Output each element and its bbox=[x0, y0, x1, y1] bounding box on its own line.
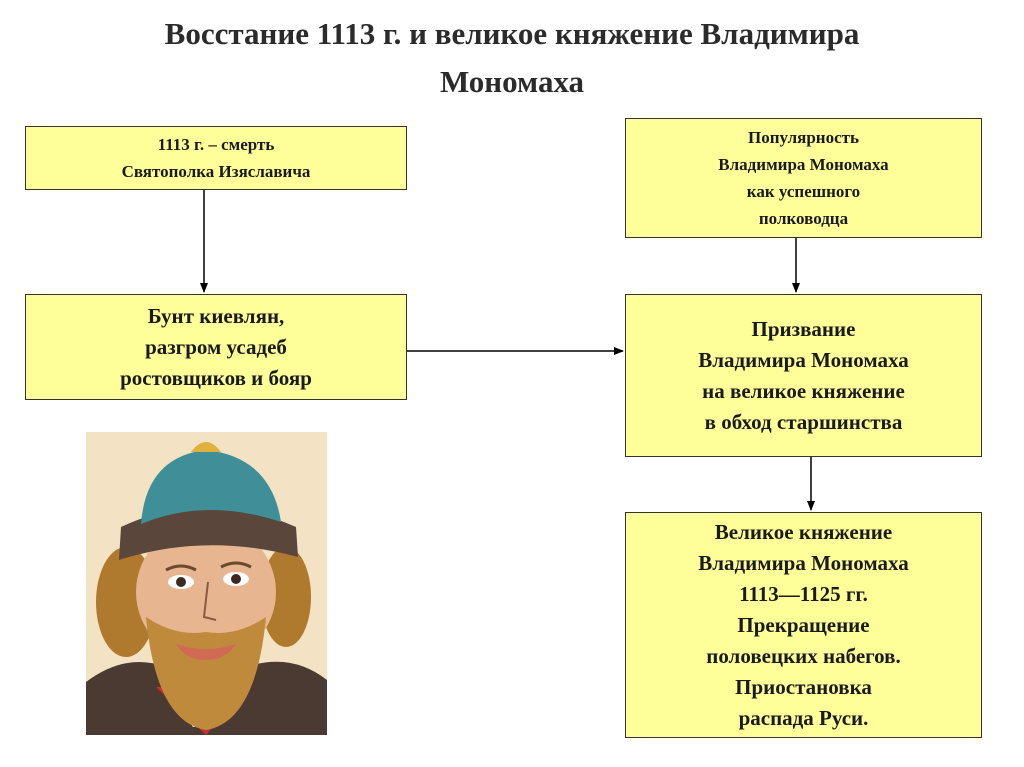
box-line: ростовщиков и бояр bbox=[120, 365, 312, 390]
box-line: 1113 г. – смерть bbox=[157, 135, 275, 154]
box-popularity: Популярность Владимира Мономаха как успе… bbox=[625, 118, 982, 238]
box-line: Прекращение bbox=[737, 612, 870, 637]
box-line: разгром усадеб bbox=[145, 334, 287, 359]
box-kiev-revolt: Бунт киевлян, разгром усадеб ростовщиков… bbox=[25, 294, 407, 400]
box-line: Великое княжение bbox=[714, 519, 893, 544]
box-line: Владимира Мономаха bbox=[698, 347, 909, 372]
box-line: распада Руси. bbox=[738, 705, 869, 730]
box-line: Владимира Мономаха bbox=[698, 550, 909, 575]
box-line: Бунт киевлян, bbox=[147, 303, 285, 328]
box-line: половецких набегов. bbox=[706, 643, 901, 668]
box-death-svyatopolk: 1113 г. – смерть Святополка Изяславича bbox=[25, 126, 407, 190]
box-grand-reign: Великое княжение Владимира Мономаха 1113… bbox=[625, 512, 982, 738]
box-line: Владимира Мономаха bbox=[718, 155, 889, 174]
box-line: как успешного bbox=[746, 182, 861, 201]
box-calling-monomakh: Призвание Владимира Мономаха на великое … bbox=[625, 294, 982, 457]
box-line: Призвание bbox=[751, 316, 856, 341]
box-line: полководца bbox=[758, 209, 849, 228]
page-title: Восстание 1113 г. и великое княжение Вла… bbox=[0, 10, 1024, 106]
box-line: 1113—1125 гг. bbox=[739, 581, 868, 606]
box-line: в обход старшинства bbox=[704, 409, 903, 434]
box-line: на великое княжение bbox=[702, 378, 905, 403]
title-line-2: Мономаха bbox=[439, 64, 585, 99]
box-line: Популярность bbox=[748, 128, 859, 147]
box-line: Святополка Изяславича bbox=[121, 162, 311, 181]
title-line-1: Восстание 1113 г. и великое княжение Вла… bbox=[164, 16, 860, 51]
portrait-icon bbox=[86, 432, 327, 735]
box-line: Приостановка bbox=[735, 674, 872, 699]
